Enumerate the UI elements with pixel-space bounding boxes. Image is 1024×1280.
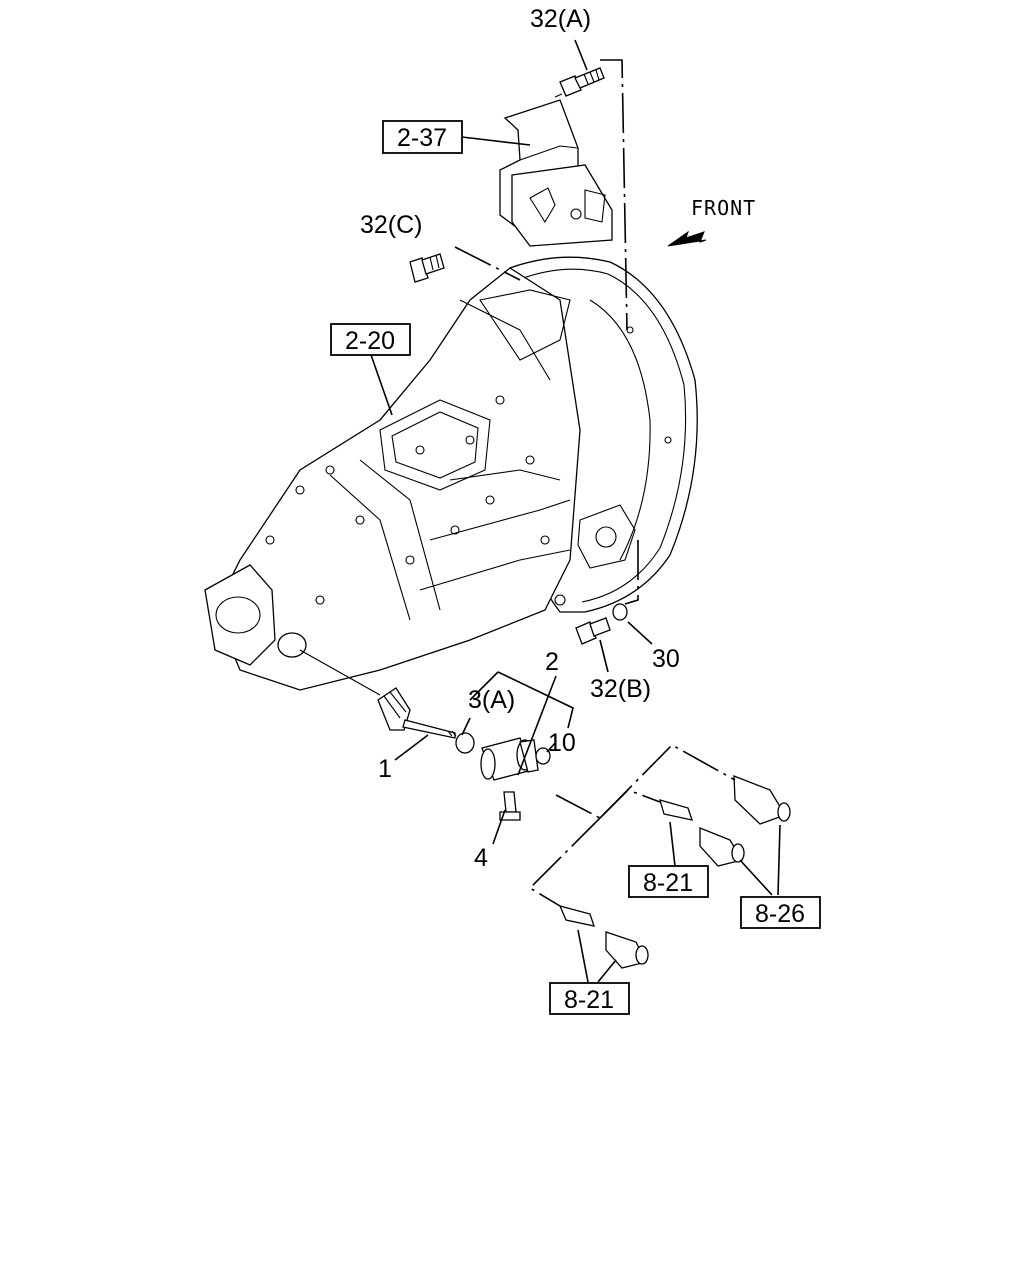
ref-box-sensor-right	[740, 896, 821, 929]
bracket-drawing	[499, 99, 613, 247]
label-item-4: 4	[474, 844, 488, 872]
transmission-case-drawing	[204, 256, 698, 691]
label-bolt-32a: 32(A)	[530, 5, 591, 33]
ref-box-sensor-lower	[549, 982, 630, 1015]
ref-box-bracket	[382, 120, 463, 154]
bolt-32b-drawing	[575, 603, 628, 645]
ref-sensor-lower: 8-21	[564, 986, 614, 1014]
ref-case: 2-20	[345, 327, 395, 355]
sleeve-drawing	[480, 737, 551, 821]
label-item-1: 1	[378, 755, 392, 783]
ref-bracket: 2-37	[397, 124, 447, 152]
ref-sensor-upper: 8-21	[643, 869, 693, 897]
bolt-32c-drawing	[409, 253, 445, 283]
bolt-32a-drawing	[554, 67, 605, 98]
gear-shaft-drawing	[299, 649, 475, 754]
label-bolt-32b: 32(B)	[590, 675, 651, 703]
label-item-30: 30	[652, 645, 680, 673]
label-item-10: 10	[548, 729, 576, 757]
label-bolt-32c: 32(C)	[360, 211, 423, 239]
sensor-drawings	[558, 775, 791, 969]
front-arrow-icon	[667, 230, 707, 247]
leader-lines	[369, 39, 781, 983]
ref-box-case	[330, 323, 411, 356]
label-item-3a: 3(A)	[468, 686, 515, 714]
ref-sensor-right: 8-26	[755, 900, 805, 928]
label-front: FRONT	[691, 196, 756, 220]
ref-box-sensor-upper	[628, 865, 709, 898]
label-item-2: 2	[545, 648, 559, 676]
